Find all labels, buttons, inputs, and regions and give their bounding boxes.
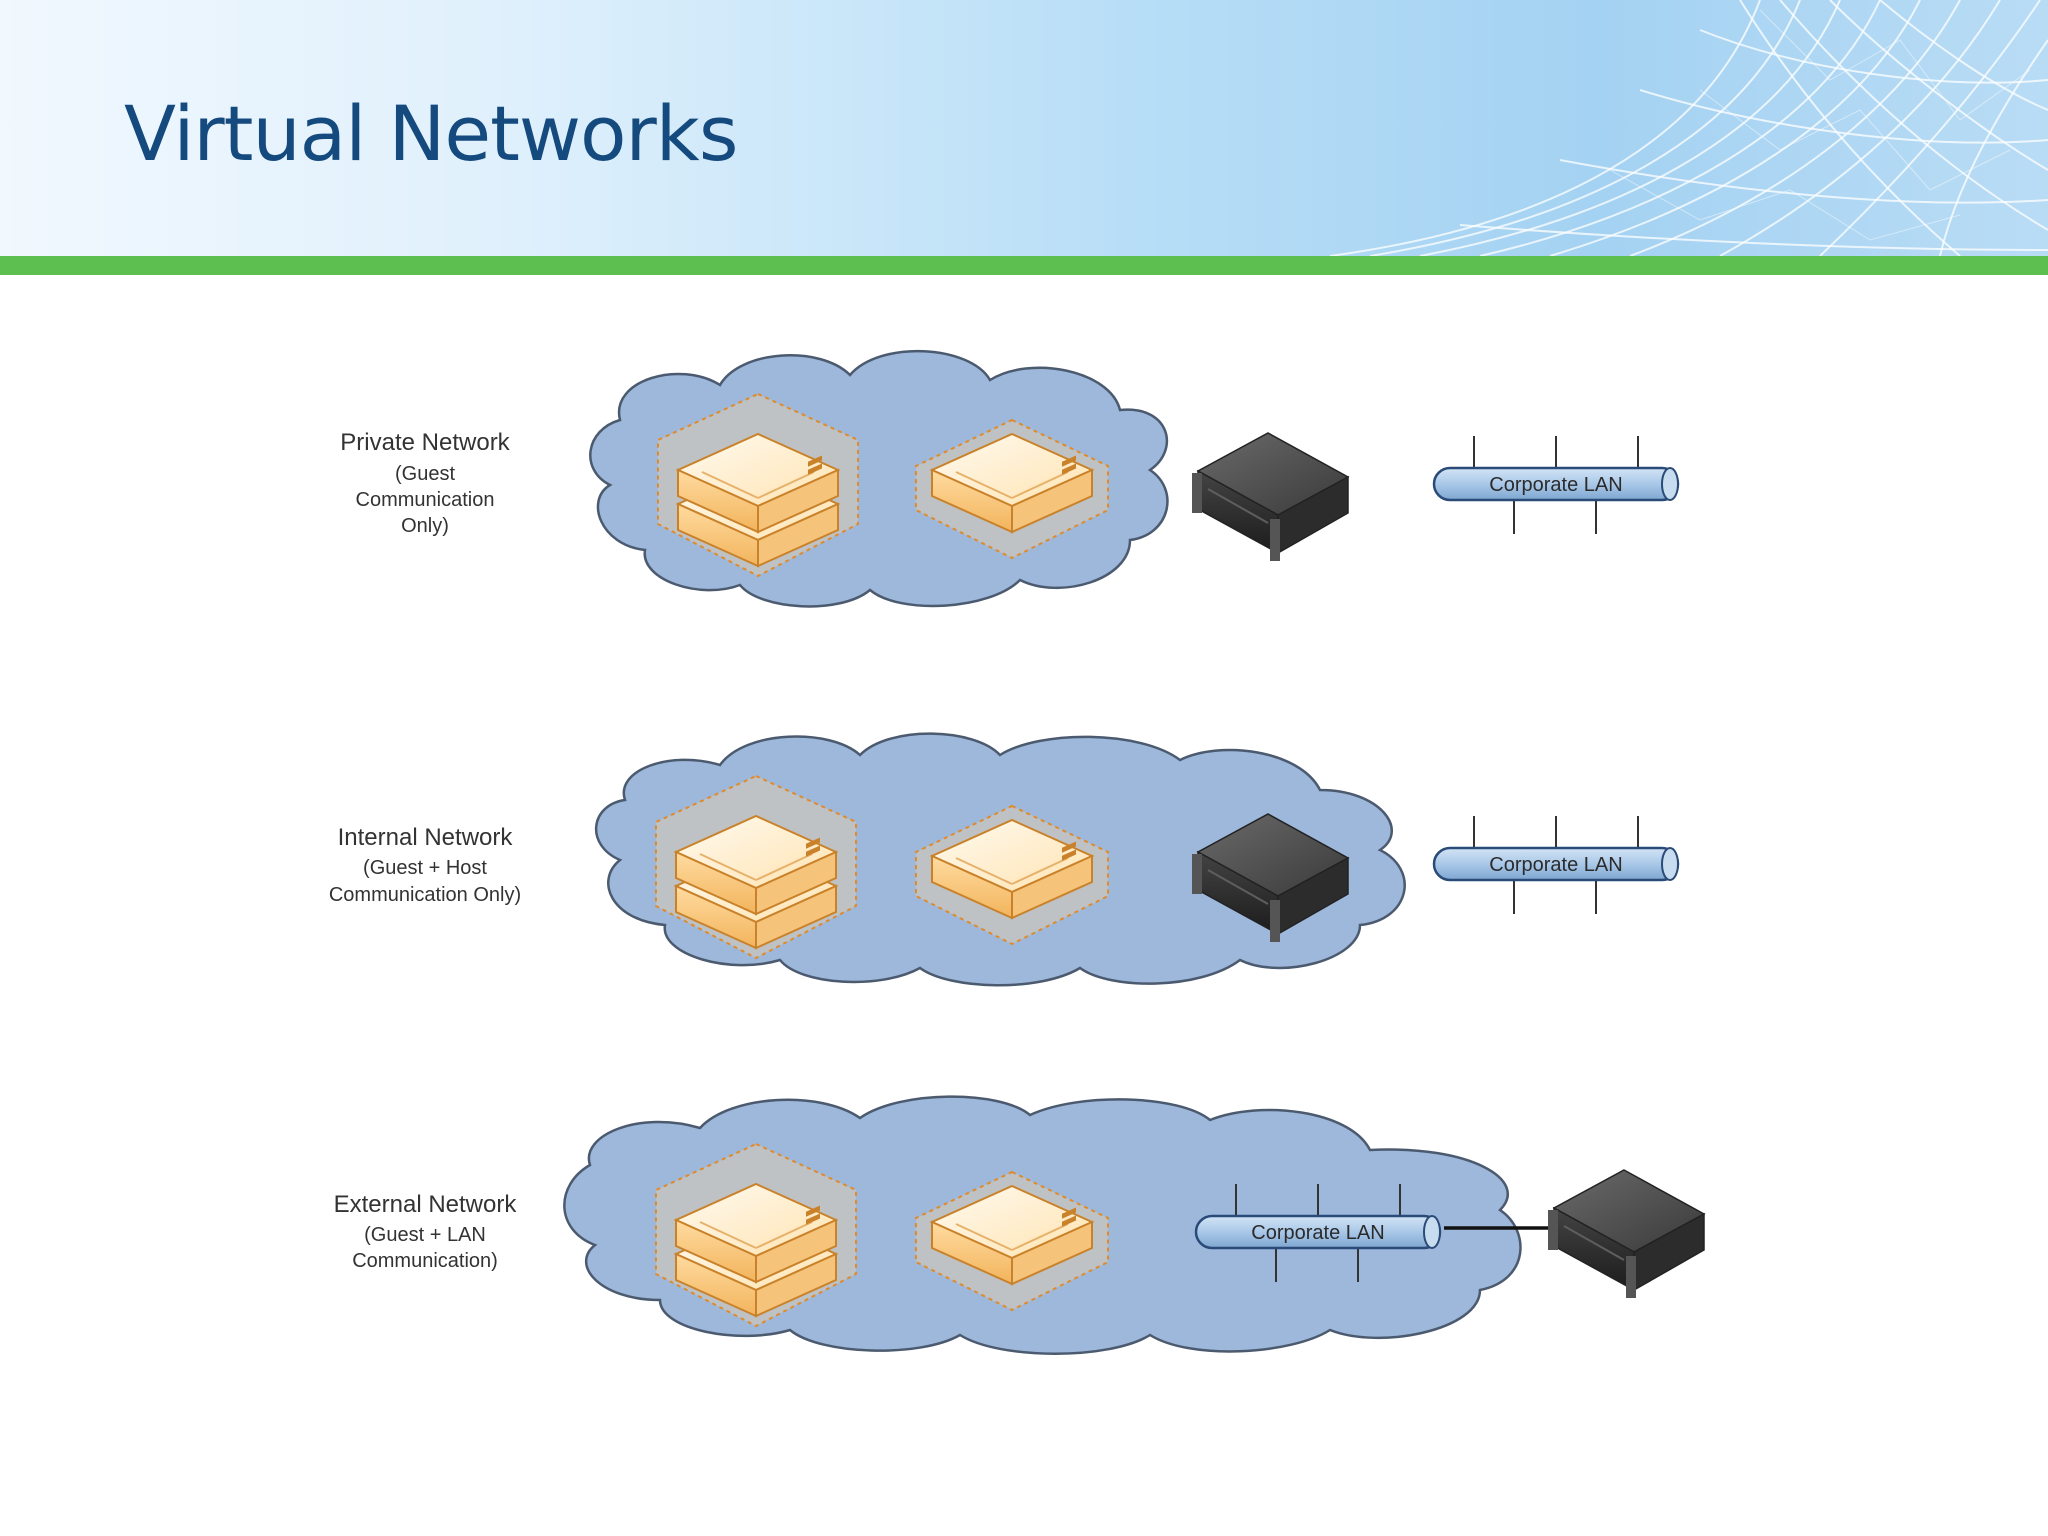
row-subtitle-line: Communication Only) [329, 884, 521, 906]
row-external-network: External Network (Guest + LAN Communicat… [334, 1095, 1705, 1355]
host-server-icon [1547, 1169, 1705, 1299]
row-subtitle-line: Communication [356, 489, 495, 511]
globe-mesh-decoration [1329, 0, 2048, 256]
row-subtitle-line: (Guest + Host [363, 857, 487, 879]
row-private-network: Private Network (Guest Communication Onl… [340, 349, 1680, 608]
host-server-icon [1191, 432, 1349, 562]
row-title: Private Network [340, 429, 510, 456]
row-subtitle-line: Communication) [352, 1250, 498, 1272]
lan-bus-icon: Corporate LAN [1432, 816, 1680, 914]
row-subtitle-line: Only) [401, 515, 449, 537]
accent-bar [0, 256, 2048, 275]
row-title: External Network [334, 1191, 518, 1218]
row-internal-network: Internal Network (Guest + Host Communica… [329, 732, 1680, 987]
lan-label: Corporate LAN [1251, 1222, 1384, 1244]
row-title: Internal Network [338, 824, 514, 851]
lan-bus-icon: Corporate LAN [1194, 1184, 1442, 1282]
lan-label: Corporate LAN [1489, 854, 1622, 876]
slide-title: Virtual Networks [124, 89, 738, 178]
row-subtitle-line: (Guest [395, 463, 455, 485]
slide-header: Virtual Networks [0, 0, 2048, 256]
lan-bus-icon: Corporate LAN [1432, 436, 1680, 534]
row-subtitle-line: (Guest + LAN [364, 1224, 486, 1246]
lan-label: Corporate LAN [1489, 474, 1622, 496]
